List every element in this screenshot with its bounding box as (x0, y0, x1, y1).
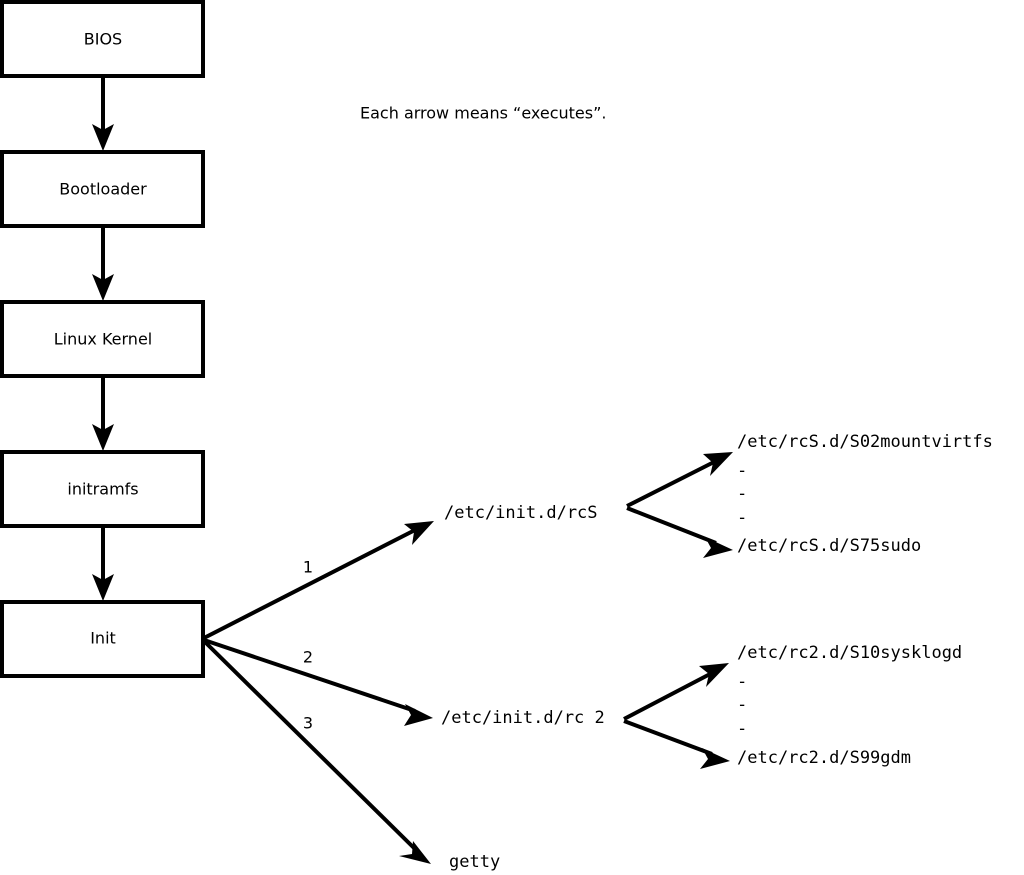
stage-box-bios[interactable]: BIOS (0, 0, 205, 78)
arrowhead-rcs-first (703, 452, 733, 476)
rc2-ellipsis-dash-1: - (737, 672, 747, 692)
stage-box-init[interactable]: Init (0, 600, 205, 678)
arrowhead-rc2-first (699, 663, 729, 687)
rcs-script-first[interactable]: /etc/rcS.d/S02mountvirtfs (737, 432, 993, 452)
arrowhead-kernel-initramfs (92, 424, 114, 451)
rcs-script-last[interactable]: /etc/rcS.d/S75sudo (737, 536, 921, 556)
edge-number-2: 2 (303, 648, 313, 667)
arrowhead-init-branch-1 (404, 521, 434, 545)
stage-box-bootloader[interactable]: Bootloader (0, 150, 205, 228)
branch-target-rc2-label[interactable]: /etc/init.d/rc 2 (441, 708, 605, 728)
bios-box-label: BIOS (84, 30, 122, 49)
arrowhead-bios-bootloader (92, 124, 114, 151)
arrow-rcs-to-first-script (626, 452, 733, 508)
arrow-init-branch-2 (203, 638, 433, 726)
arrow-bootloader-to-kernel (92, 226, 114, 301)
initramfs-box-outline (0, 450, 205, 528)
init-box-label: Init (90, 629, 116, 648)
rc2-ellipsis-dash-3: - (737, 719, 747, 739)
edge-number-1: 1 (303, 558, 313, 577)
stage-box-initramfs[interactable]: initramfs (0, 450, 205, 528)
bootloader-box-label: Bootloader (59, 180, 147, 199)
arrowhead-init-branch-3 (399, 841, 431, 864)
arrow-init-branch-3 (203, 640, 431, 864)
branch-target-getty-label[interactable]: getty (449, 852, 500, 872)
arrow-rc2-to-first-script (623, 663, 729, 721)
arrowhead-initramfs-init (92, 574, 114, 601)
init-box-outline (0, 600, 205, 678)
arrow-kernel-to-initramfs (92, 376, 114, 451)
edge-number-3: 3 (303, 714, 313, 733)
arrowhead-rc2-last (700, 748, 730, 769)
arrow-rc2-to-last-script (623, 719, 730, 769)
diagram-caption: Each arrow means “executes”. (360, 104, 606, 123)
initramfs-box-label: initramfs (67, 480, 138, 499)
linux-kernel-box-label: Linux Kernel (54, 330, 152, 349)
rcs-ellipsis-dash-1: - (737, 461, 747, 481)
arrow-rcs-to-last-script (626, 506, 733, 558)
stage-box-linux-kernel[interactable]: Linux Kernel (0, 300, 205, 378)
rc2-ellipsis-dash-2: - (737, 695, 747, 715)
rc2-script-first[interactable]: /etc/rc2.d/S10sysklogd (737, 643, 962, 663)
arrowhead-init-branch-2 (404, 704, 433, 726)
branch-target-rcs-label[interactable]: /etc/init.d/rcS (444, 503, 598, 523)
arrow-init-branch-1 (203, 521, 434, 640)
arrowhead-rcs-last (703, 537, 733, 558)
arrow-initramfs-to-init (92, 526, 114, 601)
rc2-script-last[interactable]: /etc/rc2.d/S99gdm (737, 748, 911, 768)
arrowhead-bootloader-kernel (92, 274, 114, 301)
rcs-ellipsis-dash-2: - (737, 484, 747, 504)
arrow-bios-to-bootloader (92, 76, 114, 151)
rcs-ellipsis-dash-3: - (737, 508, 747, 528)
bios-box-outline (0, 0, 205, 78)
